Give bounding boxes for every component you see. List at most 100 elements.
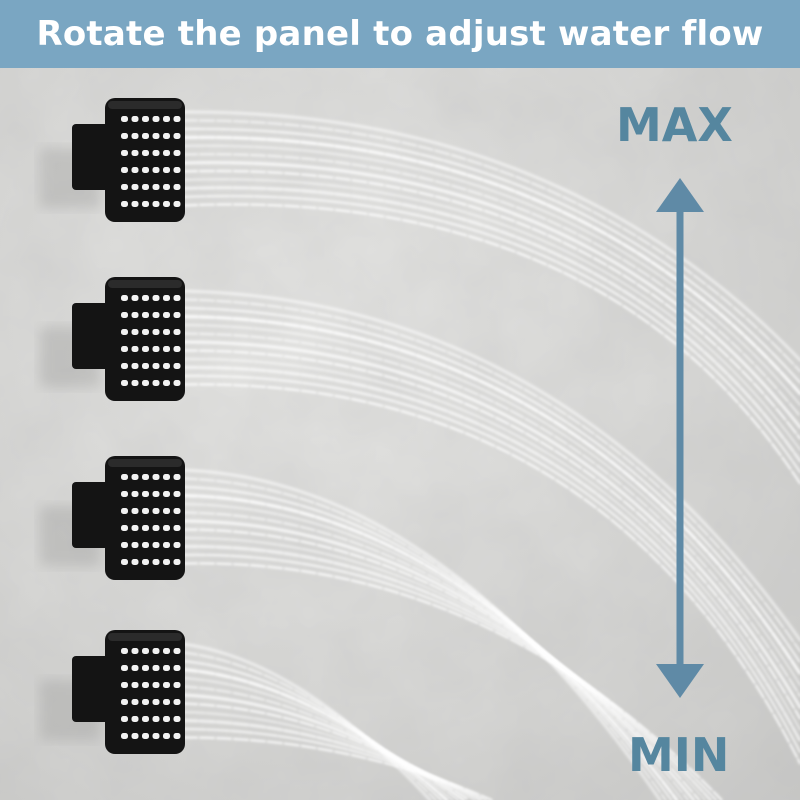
nozzle <box>142 474 149 480</box>
spray-stream <box>181 178 800 451</box>
nozzle <box>142 380 149 386</box>
nozzle <box>163 363 170 369</box>
nozzle <box>121 184 128 190</box>
nozzle <box>163 682 170 688</box>
spray-stream <box>181 195 800 474</box>
nozzle <box>121 201 128 207</box>
spray-stream <box>181 186 800 463</box>
spray-stream <box>181 528 701 800</box>
nozzle <box>152 682 160 688</box>
nozzle <box>173 491 181 497</box>
nozzle <box>152 491 160 497</box>
nozzle <box>152 733 160 739</box>
nozzle <box>142 716 149 722</box>
nozzle <box>142 733 149 739</box>
nozzle <box>163 508 170 514</box>
spray-stream <box>181 306 800 664</box>
nozzle <box>131 559 139 565</box>
nozzle <box>173 682 181 688</box>
jet-face <box>105 98 185 222</box>
jet-mount <box>72 482 112 548</box>
spray-stream <box>181 727 488 800</box>
nozzle <box>163 542 170 548</box>
nozzle <box>173 201 181 207</box>
nozzle <box>152 295 160 301</box>
nozzle <box>152 167 160 173</box>
nozzle <box>121 116 128 122</box>
nozzle <box>131 716 139 722</box>
nozzle <box>163 346 170 352</box>
nozzle <box>152 184 160 190</box>
spray-stream <box>181 298 800 653</box>
nozzle <box>173 699 181 705</box>
nozzle <box>142 525 149 531</box>
spray-stream <box>181 736 493 800</box>
jet-face <box>105 456 185 580</box>
nozzle <box>173 150 181 156</box>
nozzle <box>121 648 128 654</box>
nozzle <box>173 312 181 318</box>
nozzle <box>131 201 139 207</box>
nozzle <box>163 184 170 190</box>
nozzle <box>131 150 139 156</box>
spray-stream <box>181 468 662 800</box>
nozzle <box>163 167 170 173</box>
max-label: MAX <box>616 98 733 152</box>
spray-stream <box>181 383 800 765</box>
nozzle <box>131 167 139 173</box>
nozzle <box>131 542 139 548</box>
spray-stream <box>181 289 800 642</box>
nozzle <box>131 474 139 480</box>
nozzle <box>173 474 181 480</box>
flow-arrow <box>656 178 704 698</box>
nozzle <box>142 116 149 122</box>
nozzle <box>152 525 160 531</box>
jet-face <box>105 277 185 401</box>
spray-stream <box>181 511 690 800</box>
nozzle <box>163 295 170 301</box>
nozzle <box>173 363 181 369</box>
spray-stream <box>181 536 706 800</box>
nozzle <box>131 525 139 531</box>
nozzle <box>142 665 149 671</box>
nozzle <box>131 508 139 514</box>
spray-stream <box>181 144 800 406</box>
nozzle <box>173 295 181 301</box>
jet-2 <box>40 277 185 401</box>
nozzle <box>131 665 139 671</box>
spray-stream <box>181 169 800 440</box>
nozzle <box>152 508 160 514</box>
nozzle <box>142 167 149 173</box>
nozzle <box>163 329 170 335</box>
nozzle <box>163 733 170 739</box>
nozzle <box>121 716 128 722</box>
nozzle <box>152 699 160 705</box>
nozzle <box>121 699 128 705</box>
nozzle <box>152 133 160 139</box>
nozzle <box>121 508 128 514</box>
spray-stream <box>181 153 800 418</box>
nozzle <box>131 491 139 497</box>
jet-1 <box>40 98 185 222</box>
nozzle <box>131 733 139 739</box>
nozzle <box>152 116 160 122</box>
nozzle <box>131 699 139 705</box>
nozzle <box>163 380 170 386</box>
nozzle <box>121 491 128 497</box>
nozzle <box>142 295 149 301</box>
nozzle <box>121 363 128 369</box>
spray-stream <box>181 127 800 384</box>
spray-stream <box>181 110 800 362</box>
spray-stream <box>181 502 684 800</box>
jet-face <box>105 630 185 754</box>
spray-stream <box>181 365 800 743</box>
nozzle <box>131 295 139 301</box>
jet-mount <box>72 124 112 190</box>
nozzle <box>152 312 160 318</box>
nozzle <box>173 716 181 722</box>
nozzle <box>173 648 181 654</box>
nozzle <box>121 542 128 548</box>
nozzle <box>142 682 149 688</box>
nozzle <box>142 201 149 207</box>
